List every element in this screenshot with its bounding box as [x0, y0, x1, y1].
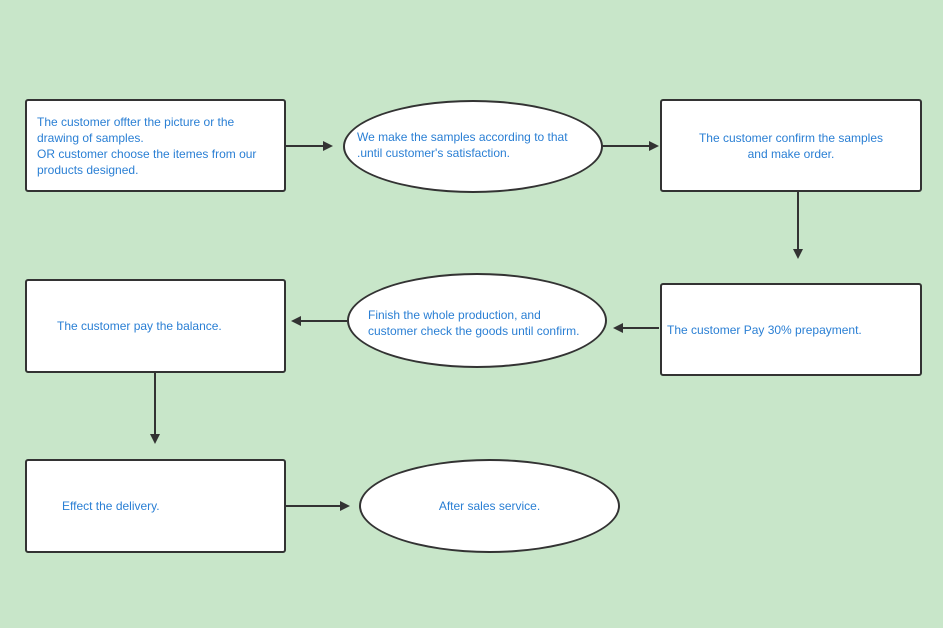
step5-label: Finish the whole production, and custome…	[368, 308, 580, 338]
step4-label: The customer Pay 30% prepayment.	[667, 322, 862, 337]
step3-label: The customer confirm the samples and mak…	[698, 130, 884, 161]
step8-label: After sales service.	[438, 499, 541, 513]
step2-label: We make the samples according to that .u…	[357, 130, 568, 160]
step4-node: The customer Pay 30% prepayment.	[660, 283, 922, 376]
step7-node: Effect the delivery.	[25, 459, 286, 553]
step2-node: We make the samples according to that .u…	[343, 100, 603, 193]
step1-label: The customer offter the picture or the d…	[37, 114, 257, 177]
step5-node: Finish the whole production, and custome…	[347, 273, 607, 368]
step7-label: Effect the delivery.	[62, 499, 160, 513]
step3-node: The customer confirm the samples and mak…	[660, 99, 922, 192]
step6-node: The customer pay the balance.	[25, 279, 286, 373]
step1-node: The customer offter the picture or the d…	[25, 99, 286, 192]
step8-node: After sales service.	[359, 459, 620, 553]
step6-label: The customer pay the balance.	[57, 319, 222, 333]
